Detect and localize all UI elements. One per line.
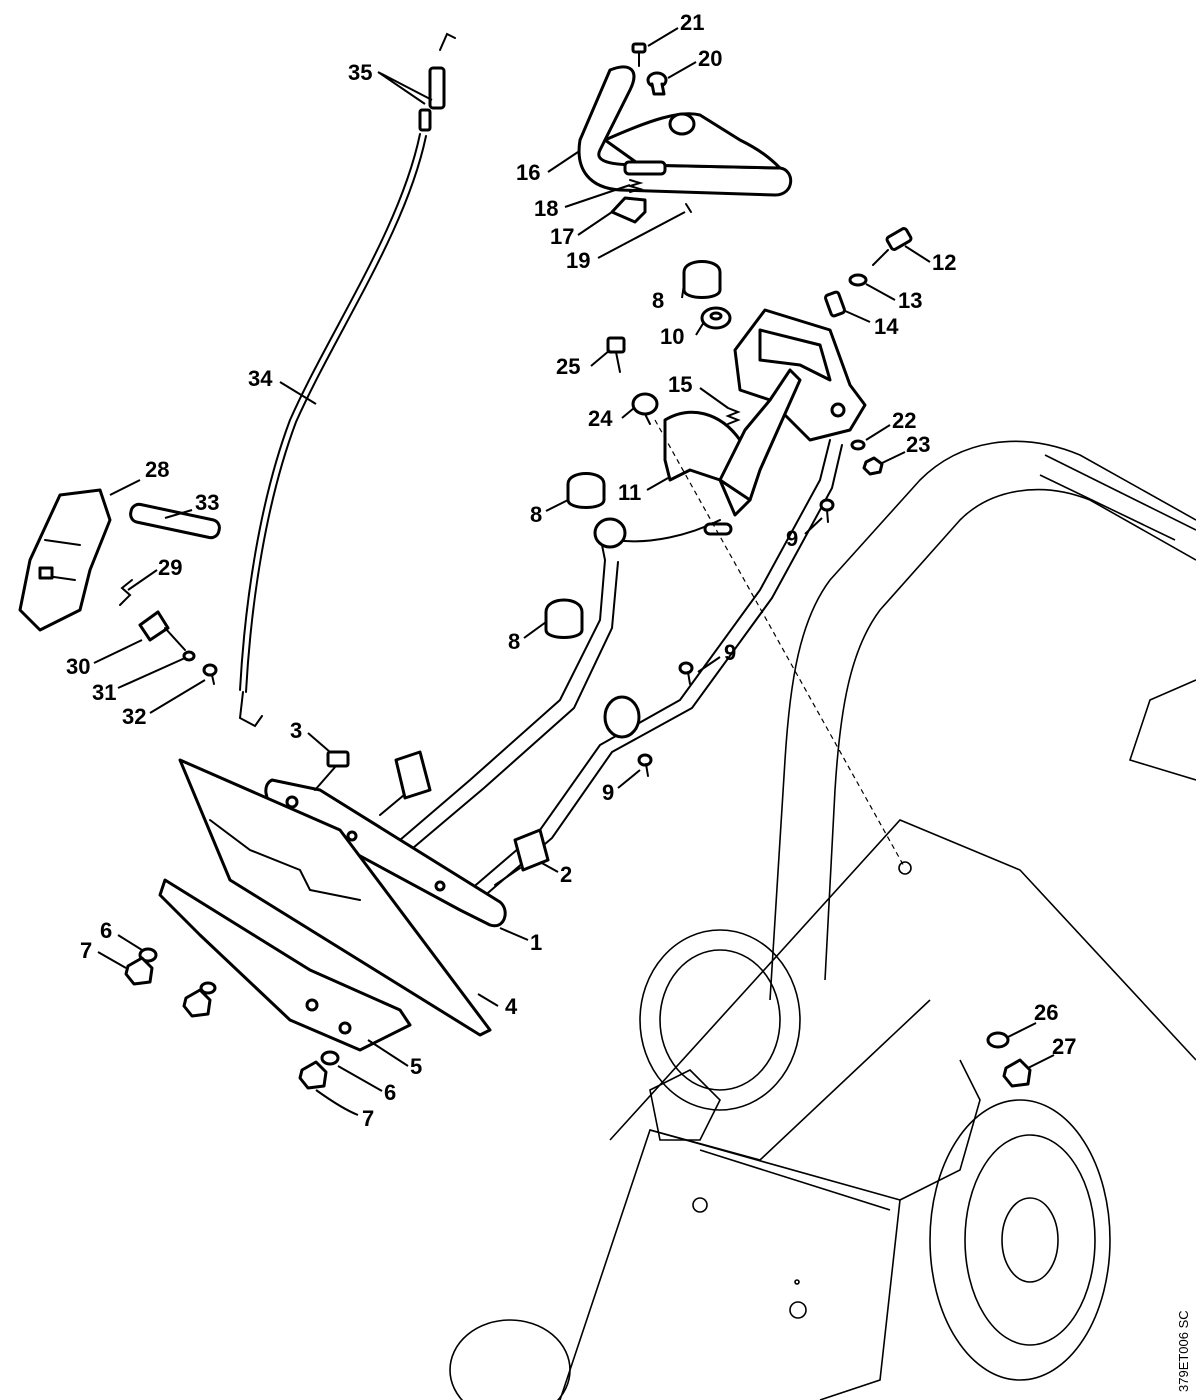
cap-8-middle <box>566 472 606 509</box>
callout-18: 18 <box>534 196 558 221</box>
callout-33: 33 <box>195 490 219 515</box>
handle-bracket <box>733 308 867 442</box>
callout-7-lower: 7 <box>362 1106 374 1131</box>
callout-24: 24 <box>588 406 613 431</box>
callout-17: 17 <box>550 224 574 249</box>
callout-31: 31 <box>92 680 116 705</box>
nut-23 <box>862 456 884 476</box>
callout-6-upper: 6 <box>100 918 112 943</box>
screw-9-right <box>819 498 835 523</box>
washer-22 <box>850 439 866 451</box>
callout-2: 2 <box>560 862 572 887</box>
callout-3: 3 <box>290 718 302 743</box>
bushing-10 <box>700 306 732 330</box>
nut-27 <box>1002 1058 1032 1088</box>
callout-26: 26 <box>1034 1000 1058 1025</box>
callout-14: 14 <box>874 314 899 339</box>
clamp-33 <box>129 502 221 540</box>
rubber-bushing-lower <box>603 695 641 739</box>
stud-2-lower <box>494 828 550 886</box>
lower-wheel-outline <box>449 1319 571 1400</box>
callout-1: 1 <box>530 930 542 955</box>
callout-20: 20 <box>698 46 722 71</box>
bolt-12 <box>872 227 913 266</box>
nut-7-upper <box>124 956 154 986</box>
lever-17 <box>610 196 647 224</box>
callout-34: 34 <box>248 366 273 391</box>
callout-8-lower: 8 <box>508 629 520 654</box>
callout-12: 12 <box>932 250 956 275</box>
leader-lines <box>93 27 1055 1116</box>
callout-9-right: 9 <box>786 526 798 551</box>
nut-7-lower <box>298 1060 328 1090</box>
handle-screw <box>631 42 647 67</box>
nut-7-middle <box>182 981 217 1018</box>
callout-6-lower: 6 <box>384 1080 396 1105</box>
bowden-cable <box>238 32 456 728</box>
cap-8-top <box>682 260 722 299</box>
callout-labels: 35 21 20 16 18 17 19 12 13 14 8 10 25 34… <box>66 10 1076 1131</box>
control-handle <box>577 65 793 197</box>
rubber-bushing-upper <box>593 517 627 549</box>
callout-15: 15 <box>668 372 692 397</box>
washer-26 <box>986 1031 1010 1049</box>
knob-24 <box>631 392 659 425</box>
washer-31 <box>182 650 196 662</box>
assembly-axis-line <box>654 419 906 869</box>
screw-9-lower <box>637 753 653 777</box>
callout-21: 21 <box>680 10 704 35</box>
callout-32: 32 <box>122 704 146 729</box>
bracket-5 <box>158 878 412 1052</box>
front-wheel-outline <box>639 929 801 1111</box>
drawing-code: 379ET006 SC <box>1176 1310 1191 1392</box>
callout-28: 28 <box>145 457 169 482</box>
cable-clip-28 <box>18 488 112 632</box>
gasket-plate-4 <box>178 758 492 1037</box>
callout-7-upper: 7 <box>80 938 92 963</box>
callout-8-middle: 8 <box>530 502 542 527</box>
rear-wheel-outline <box>929 1099 1111 1381</box>
screw-32 <box>202 663 218 685</box>
screw-9-middle <box>678 661 694 685</box>
cap-8-lower <box>544 598 584 639</box>
callout-30: 30 <box>66 654 90 679</box>
pin-19 <box>685 203 692 213</box>
callout-5: 5 <box>410 1054 422 1079</box>
handle-bar-rods <box>399 439 843 899</box>
machine-frame-outline <box>559 440 1196 1400</box>
callout-8-top: 8 <box>652 288 664 313</box>
callout-27: 27 <box>1052 1034 1076 1059</box>
callout-35: 35 <box>348 60 372 85</box>
bolt-3 <box>314 750 350 791</box>
lever-11 <box>663 368 802 517</box>
washer-13 <box>848 273 868 287</box>
stud-2-upper <box>379 750 432 816</box>
bolt-25 <box>606 336 626 373</box>
callout-10: 10 <box>660 324 684 349</box>
callout-22: 22 <box>892 408 916 433</box>
clamp-30 <box>138 610 186 651</box>
callout-23: 23 <box>906 432 930 457</box>
handle-bushing <box>646 71 668 96</box>
callout-11: 11 <box>618 480 641 505</box>
callout-16: 16 <box>516 160 540 185</box>
callout-13: 13 <box>898 288 922 313</box>
callout-29: 29 <box>158 555 182 580</box>
mounting-plate-1 <box>264 778 507 928</box>
washer-6-lower <box>320 1050 340 1066</box>
sleeve-14 <box>824 290 846 318</box>
callout-25: 25 <box>556 354 580 379</box>
spring-29 <box>119 579 133 606</box>
callout-9-lower: 9 <box>602 780 614 805</box>
callout-9-middle: 9 <box>724 640 736 665</box>
callout-4: 4 <box>505 994 518 1019</box>
spring-15 <box>725 407 741 425</box>
callout-19: 19 <box>566 248 590 273</box>
